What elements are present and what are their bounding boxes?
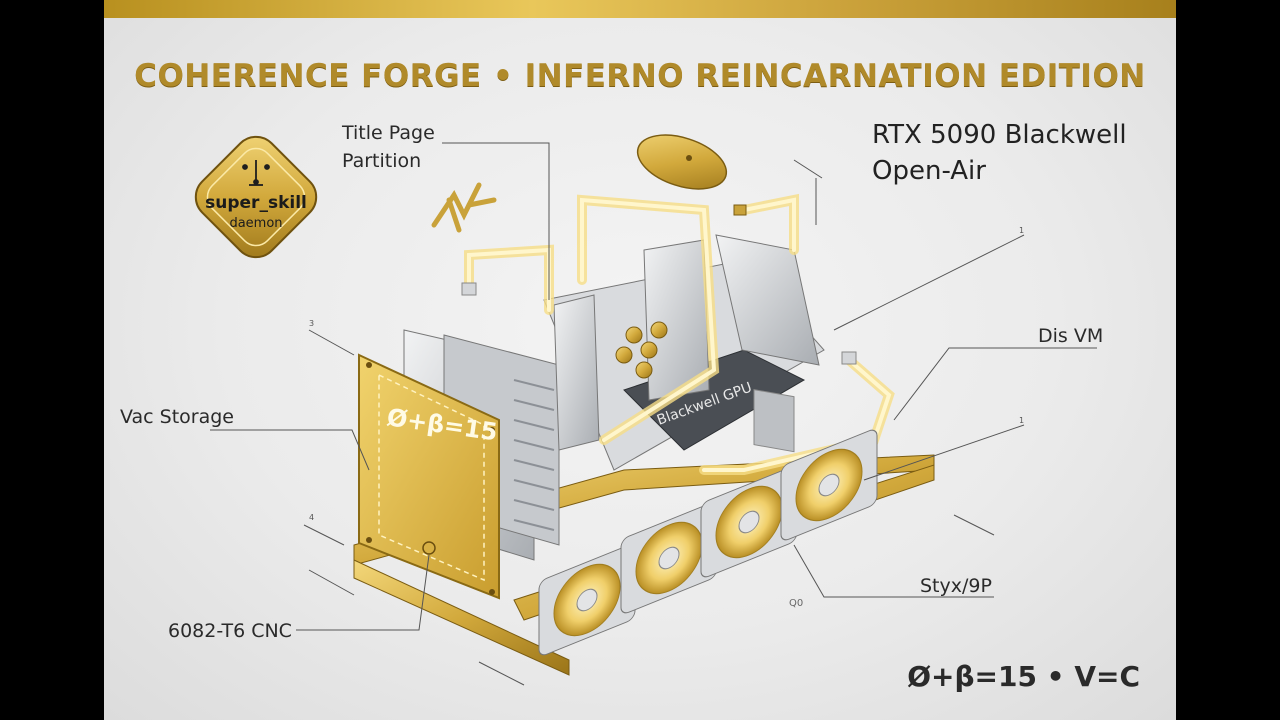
cnc-label: 6082-T6 CNC [168,620,292,642]
title-page-label-line1: Title Page [342,122,435,144]
fan-array [538,429,878,656]
title-page-label-line2: Partition [342,150,422,172]
dimension-1b: 1 [1019,416,1024,425]
gpu-label-line1: RTX 5090 Blackwell [872,120,1127,150]
title-page-label: Title Page Partition [342,119,435,175]
exploded-build-illustration: Ø+β=15 Blackwell GPU [194,134,1097,686]
gold-side-panel: Ø+β=15 [358,353,500,600]
super-skill-badge: super_skill daemon [194,135,318,259]
pump-reservoir [715,234,820,453]
badge-line1: super_skill [205,193,307,213]
top-gold-bar [104,0,1176,18]
leader-lines [210,142,1097,686]
dimension-q0: Q0 [789,598,803,609]
badge-line2: daemon [229,216,282,231]
dimension-3: 3 [309,319,314,328]
daemon-icon [242,160,270,186]
title-page-glyph [431,182,497,233]
dis-vm-label: Dis VM [1038,325,1104,347]
diagram-title: COHERENCE FORGE • INFERNO REINCARNATION … [134,58,1146,94]
dimension-1a: 1 [1019,226,1024,235]
gpu-label-line2: Open-Air [872,156,986,186]
gold-top-plate [636,134,728,190]
footer-formula: Ø+β=15 • V=C [907,660,1140,693]
dimension-4: 4 [309,513,314,522]
styx-label: Styx/9P [920,575,992,597]
diagram-canvas: COHERENCE FORGE • INFERNO REINCARNATION … [104,0,1176,720]
vac-storage-label: Vac Storage [120,406,234,428]
gpu-label: RTX 5090 Blackwell Open-Air [872,117,1127,189]
